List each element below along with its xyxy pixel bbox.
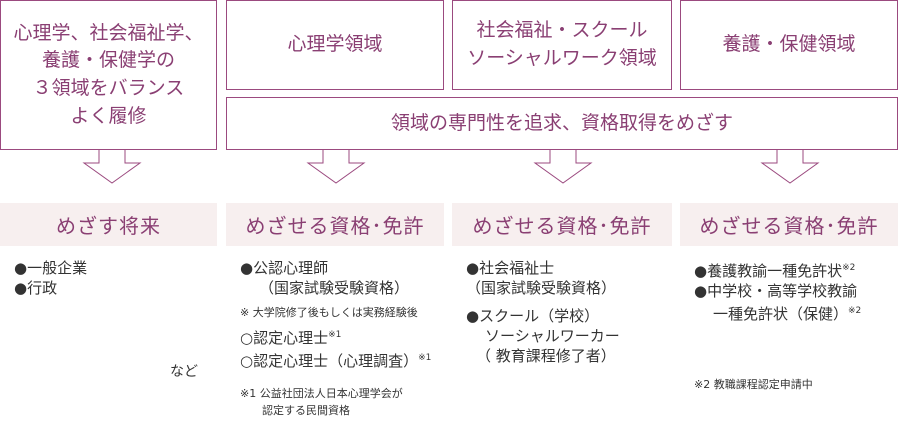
social-welfare-line-1: 社会福祉・スクール (476, 19, 648, 42)
school-social-worker-sub-1: ソーシャルワーカー (485, 327, 620, 345)
nurse-teacher-license-label: ●養護教諭一種免許状 (694, 262, 843, 280)
health-domain-label: 養護・保健領域 (722, 33, 856, 56)
social-worker-sub: （国家試験受験資格） (466, 279, 617, 297)
future-item-government: ●行政 (14, 279, 58, 297)
health-teacher-license-item: ●中学校・高等学校教諭 (694, 282, 858, 300)
pursuit-box: 領域の専門性を追求、資格取得をめざす (226, 97, 898, 150)
psychology-domain-label: 心理学領域 (287, 33, 383, 56)
balance-line-3: ３領域をバランス (32, 77, 185, 99)
welfare-panel-heading: めざせる資格･免許 (452, 203, 672, 246)
future-panel: めざす将来 ●一般企業 ●行政 など (0, 203, 217, 432)
nurse-teacher-license-item: ●養護教諭一種免許状※2 (694, 258, 898, 281)
health-panel-heading: めざせる資格･免許 (680, 203, 898, 246)
graduate-note: ※ 大学院修了後もしくは実務経験後 (240, 306, 418, 319)
down-arrow-icon (82, 150, 142, 184)
recognized-psychologist-survey-item: ○認定心理士（心理調査）※1 (240, 348, 444, 371)
balance-box: 心理学、社会福祉学、 養護・保健学の ３領域をバランス よく履修 (0, 0, 217, 150)
recognized-psychologist-mark: ※1 (328, 330, 342, 340)
school-social-worker-sub-2: （ 教育課程修了者） (476, 347, 616, 365)
recognized-psychologist-survey-label: ○認定心理士（心理調査） (240, 352, 419, 370)
welfare-qualifications-panel: めざせる資格･免許 ●社会福祉士 （国家試験受験資格） ●スクール（学校） ソー… (452, 203, 672, 432)
balance-line-4: よく履修 (70, 104, 147, 127)
recognized-psychologist-label: ○認定心理士 (240, 329, 329, 347)
future-panel-body: ●一般企業 ●行政 など (0, 246, 217, 432)
down-arrow-icon (306, 150, 366, 184)
social-welfare-line-2: ソーシャルワーク領域 (467, 47, 657, 69)
health-teacher-license-sub-label: 一種免許状（保健） (713, 305, 849, 323)
health-teacher-license-sub: 一種免許状（保健）※2 (694, 301, 898, 324)
health-qualifications-panel: めざせる資格･免許 ●養護教諭一種免許状※2 ●中学校・高等学校教諭 一種免許状… (680, 203, 898, 432)
welfare-panel-body: ●社会福祉士 （国家試験受験資格） ●スクール（学校） ソーシャルワーカー （ … (452, 246, 672, 432)
balance-line-1: 心理学、社会福祉学、 (13, 21, 204, 44)
certified-psychologist-sub: （国家試験受験資格） (259, 279, 410, 297)
pursuit-label: 領域の専門性を追求、資格取得をめざす (390, 111, 733, 134)
down-arrow-icon (760, 150, 820, 184)
health-domain-box: 養護・保健領域 (680, 0, 898, 90)
recognized-psychologist-survey-mark: ※1 (418, 353, 432, 363)
psychology-footnote-1: ※1 公益社団法人日本心理学会が (240, 387, 403, 400)
down-arrow-icon (533, 150, 593, 184)
social-welfare-domain-box: 社会福祉・スクール ソーシャルワーク領域 (452, 0, 672, 90)
psychology-panel-body: ●公認心理師 （国家試験受験資格） ※ 大学院修了後もしくは実務経験後 ○認定心… (226, 246, 444, 432)
future-panel-heading: めざす将来 (0, 203, 217, 246)
school-social-worker-item: ●スクール（学校） (466, 307, 600, 325)
certified-psychologist-item: ●公認心理師 (240, 259, 329, 277)
psychology-qualifications-panel: めざせる資格･免許 ●公認心理師 （国家試験受験資格） ※ 大学院修了後もしくは… (226, 203, 444, 432)
psychology-footnote-2: 認定する民間資格 (262, 404, 350, 417)
psychology-panel-heading: めざせる資格･免許 (226, 203, 444, 246)
nurse-teacher-license-mark: ※2 (842, 263, 856, 273)
psychology-domain-box: 心理学領域 (226, 0, 444, 90)
future-etc: など (170, 364, 198, 380)
future-item-company: ●一般企業 (14, 259, 88, 277)
health-teacher-license-mark: ※2 (848, 306, 862, 316)
social-worker-item: ●社会福祉士 (466, 259, 555, 277)
balance-line-2: 養護・保健学の (41, 49, 175, 72)
health-panel-body: ●養護教諭一種免許状※2 ●中学校・高等学校教諭 一種免許状（保健）※2 ※2 … (680, 246, 898, 432)
health-footnote: ※2 教職課程認定申請中 (694, 378, 813, 391)
recognized-psychologist-item: ○認定心理士※1 (240, 325, 444, 348)
